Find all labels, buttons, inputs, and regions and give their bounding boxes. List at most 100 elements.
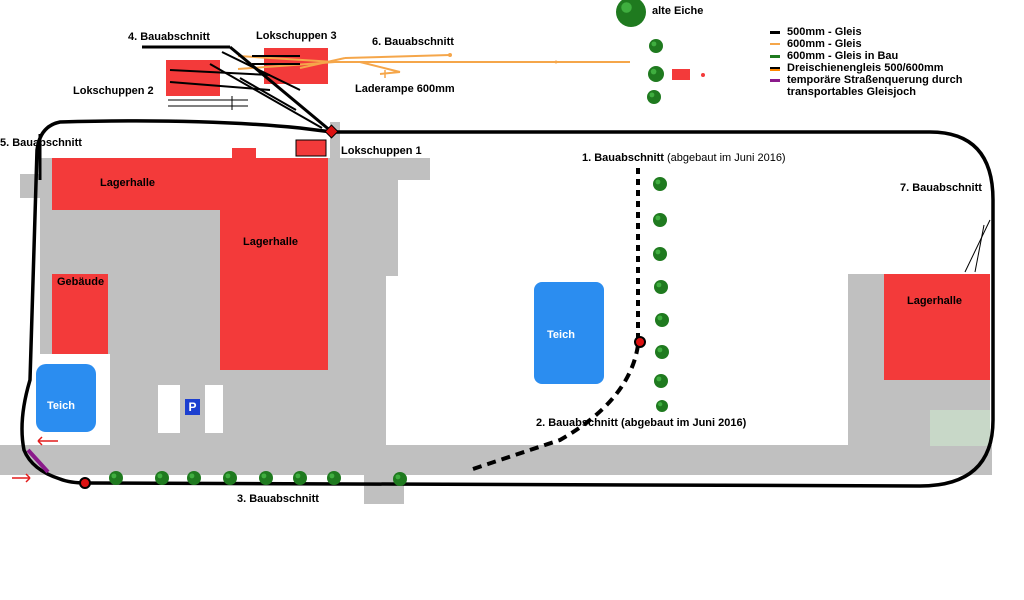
lagerhalle-2-building: [220, 158, 328, 370]
legend-symbol-green: [770, 55, 780, 58]
tree-highlight: [656, 282, 662, 288]
label-lokschuppen-1: Lokschuppen 1: [341, 145, 422, 157]
tree-icon: [653, 247, 667, 261]
switch-marker: [634, 336, 646, 348]
label-lagerhalle-2: Lagerhalle: [243, 236, 299, 248]
tree-icon: [655, 345, 669, 359]
label-teich-2: Teich: [547, 329, 575, 341]
track-7-stub: [974, 224, 985, 273]
label-1-bauabschnitt-title: 1. Bauabschnitt: [582, 152, 664, 164]
tree-highlight: [157, 473, 163, 479]
laderampe-track: [359, 61, 401, 73]
tree-highlight: [651, 41, 657, 47]
tree-highlight: [189, 473, 195, 479]
tree-icon: [647, 90, 661, 104]
tree-highlight: [655, 179, 661, 185]
tree-icon: [393, 472, 407, 486]
switch-marker: [79, 477, 91, 489]
label-teich-1: Teich: [47, 400, 75, 412]
label-lagerhalle-3: Lagerhalle: [907, 295, 963, 307]
tree-highlight: [655, 215, 661, 221]
label-alte-eiche: alte Eiche: [652, 5, 704, 17]
legend-label: 600mm - Gleis in Bau: [787, 50, 899, 62]
teich-2-water: [534, 282, 604, 384]
lokschuppen-2-track: [209, 63, 323, 129]
tree-highlight: [655, 249, 661, 255]
main-loop-track: [20, 119, 333, 485]
track-600-line: [344, 54, 451, 59]
tree-highlight: [657, 315, 663, 321]
legend-symbol-orange: [770, 43, 780, 45]
tree-icon: [327, 471, 341, 485]
tree-icon: [155, 471, 169, 485]
main-loop-track: [85, 130, 995, 488]
tree-highlight: [225, 473, 231, 479]
ground-patch: [930, 410, 990, 446]
lokschuppen-2-track: [239, 77, 297, 111]
legend-label: 600mm - Gleis: [787, 38, 862, 50]
tree-highlight: [656, 376, 662, 382]
laderampe-track: [379, 71, 401, 75]
tree-icon: [653, 177, 667, 191]
legend-item-dreischienen: Dreischienengleis 500/600mm: [770, 62, 1020, 74]
ground-strip: [330, 122, 340, 158]
tree-icon: [653, 213, 667, 227]
legend-item-600mm-in-bau: 600mm - Gleis in Bau: [770, 50, 1020, 62]
teich-1-water: [36, 364, 96, 432]
label-5-bauabschnitt: 5. Bauabschnitt: [0, 137, 82, 149]
eiche-marker-dot: [701, 73, 705, 77]
track-600-line: [299, 57, 346, 69]
lagerhalle-3-building: [884, 274, 990, 380]
label-1-bauabschnitt-note: (abgebaut im Juni 2016): [666, 152, 786, 164]
tree-icon: [616, 0, 646, 27]
tree-highlight: [657, 347, 663, 353]
label-2-bauabschnitt-note: (abgebaut im Juni 2016): [620, 417, 747, 429]
tree-icon: [656, 400, 668, 412]
track-7-stub: [964, 219, 991, 273]
buildings: [52, 48, 990, 380]
legend-symbol-black: [770, 31, 780, 34]
label-2-bauabschnitt-title: 2. Bauabschnitt: [536, 417, 618, 429]
track-600mm: [237, 54, 630, 78]
arrow-marker: [37, 440, 43, 446]
lokschuppen-1-building: [295, 139, 327, 157]
tree-highlight: [649, 92, 655, 98]
track-spur: [221, 51, 301, 91]
tree-icon: [655, 313, 669, 327]
tree-highlight: [261, 473, 267, 479]
tree-highlight: [658, 402, 663, 407]
tree-highlight: [111, 473, 117, 479]
label-gebaeude: Gebäude: [57, 276, 105, 288]
legend-symbol-dual: [770, 67, 780, 71]
label-4-bauabschnitt: 4. Bauabschnitt: [128, 31, 210, 43]
tree-highlight: [621, 2, 632, 13]
temporary-crossing-track: [26, 448, 50, 474]
legend-label: Dreischienengleis 500/600mm: [787, 62, 944, 74]
label-lagerhalle-1: Lagerhalle: [100, 177, 156, 189]
gebaeude-building: [52, 274, 108, 354]
tree-icon: [654, 280, 668, 294]
label-3-bauabschnitt: 3. Bauabschnitt: [237, 493, 319, 505]
label-laderampe: Laderampe 600mm: [355, 83, 455, 95]
tree-highlight: [650, 68, 657, 75]
tree-icon: [223, 471, 237, 485]
tree-icon: [649, 39, 663, 53]
tree-icon: [187, 471, 201, 485]
track-600-end: [448, 53, 452, 57]
lokschuppen-2-building: [166, 60, 220, 96]
legend-item-500mm: 500mm - Gleis: [770, 26, 1020, 38]
building-annex: [232, 148, 256, 160]
switch-marker: [324, 124, 339, 139]
legend-label: temporäre Straßenquerung durch transport…: [787, 74, 963, 98]
tree-icon: [654, 374, 668, 388]
legend-item-strassenquerung: temporäre Straßenquerung durch transport…: [770, 74, 1020, 98]
tree-icon: [259, 471, 273, 485]
eiche-marker-building: [672, 69, 690, 80]
tree-highlight: [329, 473, 335, 479]
label-6-bauabschnitt: 6. Bauabschnitt: [372, 36, 454, 48]
tree-highlight: [295, 473, 301, 479]
arrow-marker: [37, 436, 43, 442]
arrow-marker: [25, 477, 31, 483]
arrow-marker: [25, 473, 31, 479]
